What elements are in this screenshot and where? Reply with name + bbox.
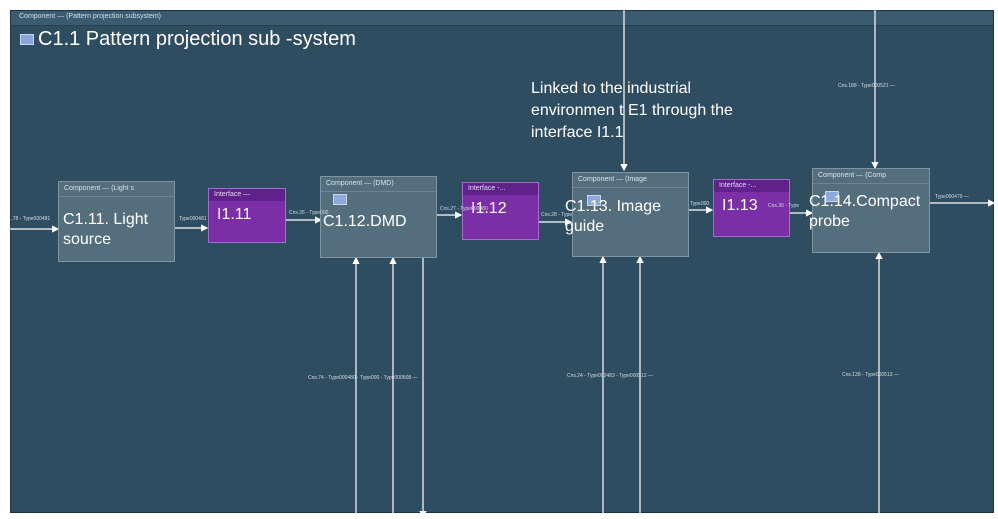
component-label-line: guide [565,218,605,235]
component-label-line: C1.13. Image [565,198,662,215]
component-header: Component — (Image [573,173,688,188]
frame-header: Component — (Pattern projection subsyste… [11,11,993,26]
component-label: C1.14.Compact probe [809,192,920,232]
component-header: Component — (Light s [59,182,174,197]
component-icon [333,194,347,205]
component-header-text: Component — (Light s [64,185,135,192]
interface-label: I1.11 [217,206,252,223]
connector-label: Cns.74 - Type000480 - Type000 - Type0005… [308,375,418,381]
component-header-text: Component — (Image [578,176,647,183]
interface-label: I1.13 [722,197,758,214]
interface-i113[interactable]: Interface -... I1.13 [713,179,790,237]
connector-label: Cns.24 - Type000483 - Type000512 — [567,373,653,379]
connector-label: Cns.30 - Type [768,203,800,209]
component-label-line: C1.11. Light [63,211,149,228]
interface-header-text: Interface -... [468,185,506,192]
component-icon [825,191,839,202]
component-label-line: source [63,231,112,248]
annotation-note: Linked to the industrial environmen t E1… [531,78,831,144]
interface-header: Interface -... [714,180,789,192]
interface-header-text: Interface — [214,191,251,198]
component-header: Component — (DMD) [321,177,436,192]
component-header-text: Component — (Comp [818,172,887,179]
component-label-line: C1.14.Compact [809,193,921,210]
interface-i111[interactable]: Interface — I1.11 [208,188,286,243]
interface-header-text: Interface -... [719,182,757,189]
annotation-line: environmen t E1 through the [531,102,733,119]
connector-label: Type000479 — [935,194,969,200]
subsystem-title: C1.1 Pattern projection sub -system [20,28,356,51]
connector-label: Cns.27 - Type000480 [440,206,488,212]
component-label: C1.11. Light source [63,210,148,250]
component-dmd[interactable]: Component — (DMD) C1.12.DMD [320,176,437,258]
component-label: C1.13. Image guide [565,197,661,237]
interface-header: Interface -... [463,183,538,195]
component-header-text: Component — (DMD) [326,180,394,187]
connector-label: ..78 - Type000481 [10,216,51,222]
component-light-source[interactable]: Component — (Light s C1.11. Light source [58,181,175,262]
annotation-line: Linked to the industrial [531,80,692,97]
connector-label: Cns.28 - Type [541,212,573,218]
interface-i112[interactable]: Interface -... I1.12 [462,182,539,240]
connector-label: Type000 [690,201,710,207]
interface-label: I1.12 [471,200,507,217]
annotation-line: interface I1.1 [531,124,624,141]
subsystem-title-text: C1.1 Pattern projection sub -system [38,28,356,50]
component-icon [20,34,34,46]
component-label: C1.12.DMD [323,212,407,232]
component-header: Component — (Comp [813,169,929,184]
connector-label: Cns.138 - Type000513 — [842,372,899,378]
component-compact-probe[interactable]: Component — (Comp C1.14.Compact probe [809,168,930,253]
connector-label: Cns.26 - Type000 [289,210,329,216]
component-image-guide[interactable]: Component — (Image C1.13. Image guide [565,172,689,257]
frame-header-text: Component — (Pattern projection subsyste… [19,13,162,20]
component-label-line: C1.12.DMD [323,213,407,230]
interface-header: Interface — [209,189,285,201]
connector-label: Cns.188 - Type000521 — [838,83,895,89]
component-label-line: probe [809,213,850,230]
component-icon [587,195,601,206]
connector-label: Type000481 [179,216,207,222]
